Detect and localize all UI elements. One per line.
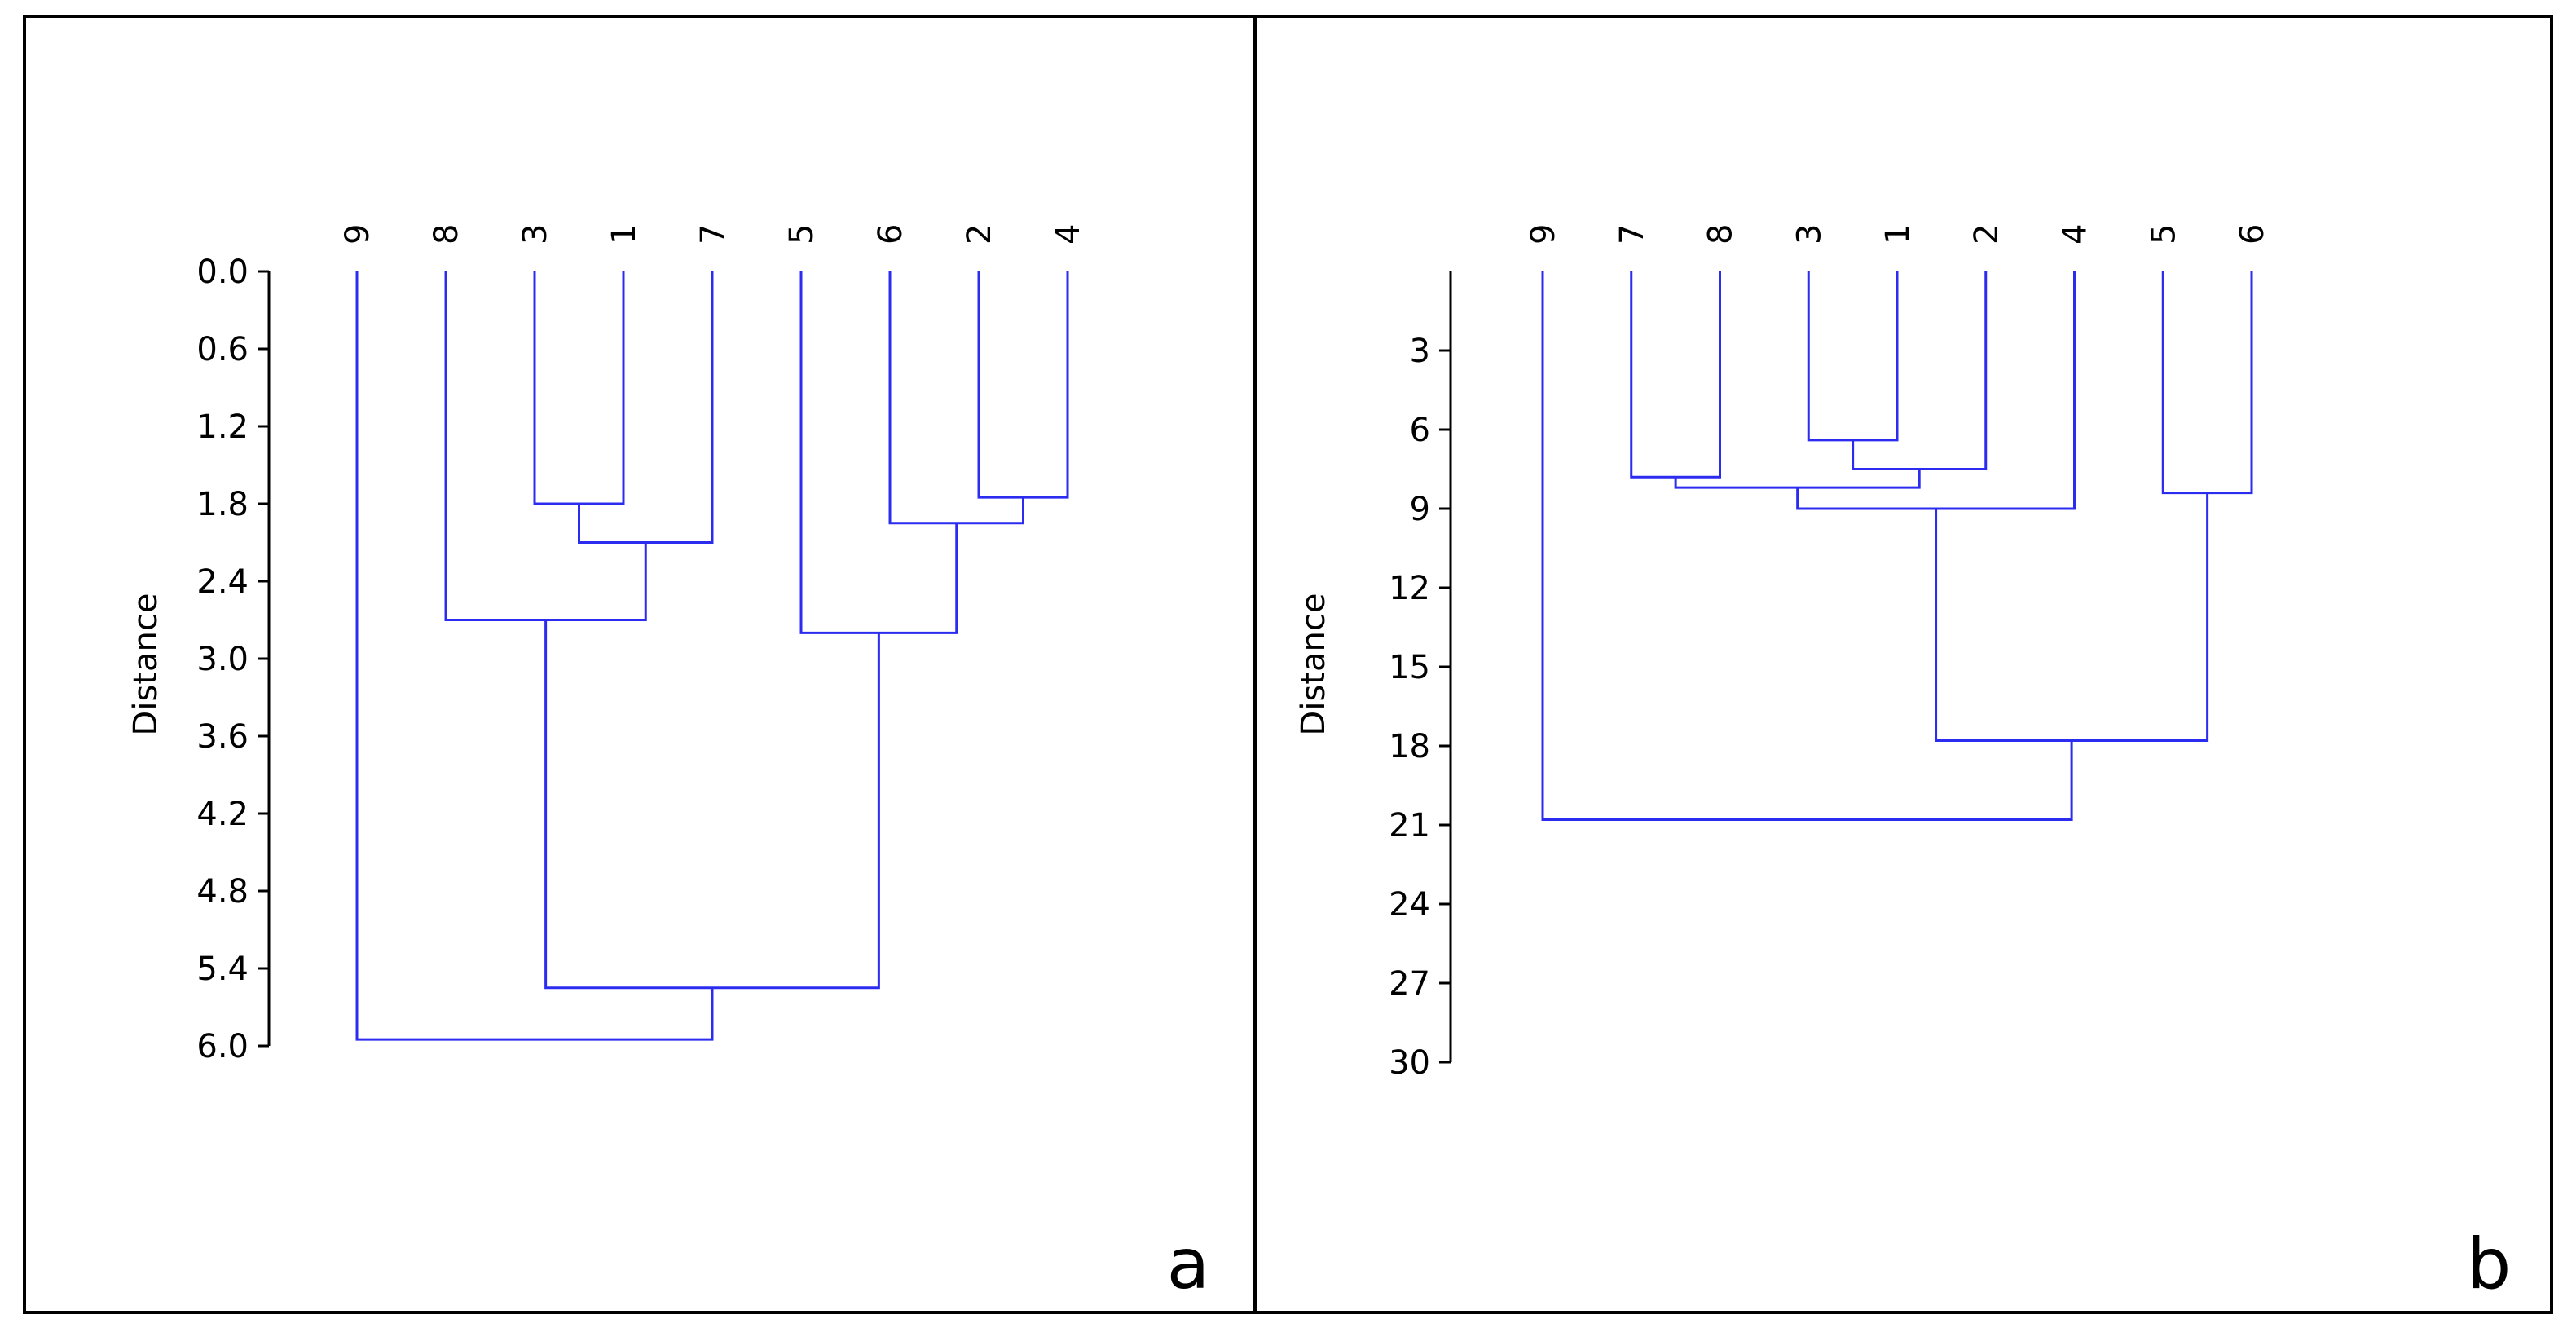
panel-a-label: a — [1167, 1224, 1210, 1305]
leaf-label: 7 — [1614, 224, 1651, 245]
y-tick-label: 4.2 — [196, 796, 249, 833]
y-tick-label: 15 — [1389, 649, 1430, 686]
leaf-label: 7 — [694, 224, 732, 245]
panel-a-ylabel: Distance — [127, 593, 165, 736]
y-tick-label: 1.2 — [196, 408, 249, 446]
y-tick-label: 21 — [1389, 807, 1430, 845]
y-tick-label: 9 — [1410, 491, 1430, 528]
leaf-label: 4 — [1050, 224, 1087, 245]
y-tick-label: 6 — [1410, 412, 1430, 449]
leaf-label: 5 — [2145, 224, 2182, 245]
y-tick-label: 5.4 — [196, 950, 249, 988]
leaf-label: 2 — [1968, 224, 2006, 245]
leaf-label: 3 — [1790, 224, 1828, 245]
dendrogram-link — [1807, 271, 1899, 442]
leaf-label: 8 — [1702, 224, 1740, 245]
y-tick-label: 1.8 — [196, 486, 249, 523]
leaf-label: 8 — [428, 224, 465, 245]
dendrogram-link — [799, 271, 958, 634]
y-tick-label: 0.6 — [196, 331, 249, 368]
panel-b-ylabel: Distance — [1295, 593, 1332, 736]
dendrogram-link — [355, 271, 714, 1041]
leaf-label: 5 — [783, 224, 821, 245]
y-tick-label: 18 — [1389, 728, 1430, 765]
y-tick-label: 0.0 — [196, 254, 249, 291]
y-tick-label: 27 — [1389, 965, 1430, 1003]
y-tick-label: 3 — [1410, 333, 1430, 370]
dendrogram-link — [1674, 469, 1921, 489]
y-tick-label: 3.0 — [196, 641, 249, 678]
panel-a: Distance a 0.0 0.6 1.2 1.8 2.4 3.0 3.6 4.2 4.8 5.… — [127, 224, 1209, 1305]
panel-b-label: b — [2467, 1224, 2512, 1305]
y-tick-label: 2.4 — [196, 563, 249, 601]
leaf-label: 9 — [1525, 224, 1562, 245]
figure-frame — [23, 15, 2553, 1314]
y-tick-label: 24 — [1389, 886, 1430, 924]
leaf-label: 6 — [2234, 224, 2271, 245]
leaf-label: 6 — [872, 224, 909, 245]
y-tick-label: 30 — [1389, 1044, 1430, 1082]
dendrogram-link — [977, 271, 1069, 499]
leaf-label: 4 — [2057, 224, 2094, 245]
y-tick-label: 12 — [1389, 570, 1430, 607]
y-tick-label: 6.0 — [196, 1028, 249, 1065]
leaf-label: 3 — [517, 224, 554, 245]
y-tick-label: 4.8 — [196, 873, 249, 911]
dendrogram-link — [1935, 492, 2209, 743]
dendrogram-link — [1541, 271, 2073, 822]
y-tick-label: 3.6 — [196, 718, 249, 756]
leaf-label: 9 — [339, 224, 376, 245]
leaf-label: 1 — [1879, 224, 1917, 245]
leaf-label: 1 — [605, 224, 643, 245]
leaf-label: 2 — [961, 224, 998, 245]
